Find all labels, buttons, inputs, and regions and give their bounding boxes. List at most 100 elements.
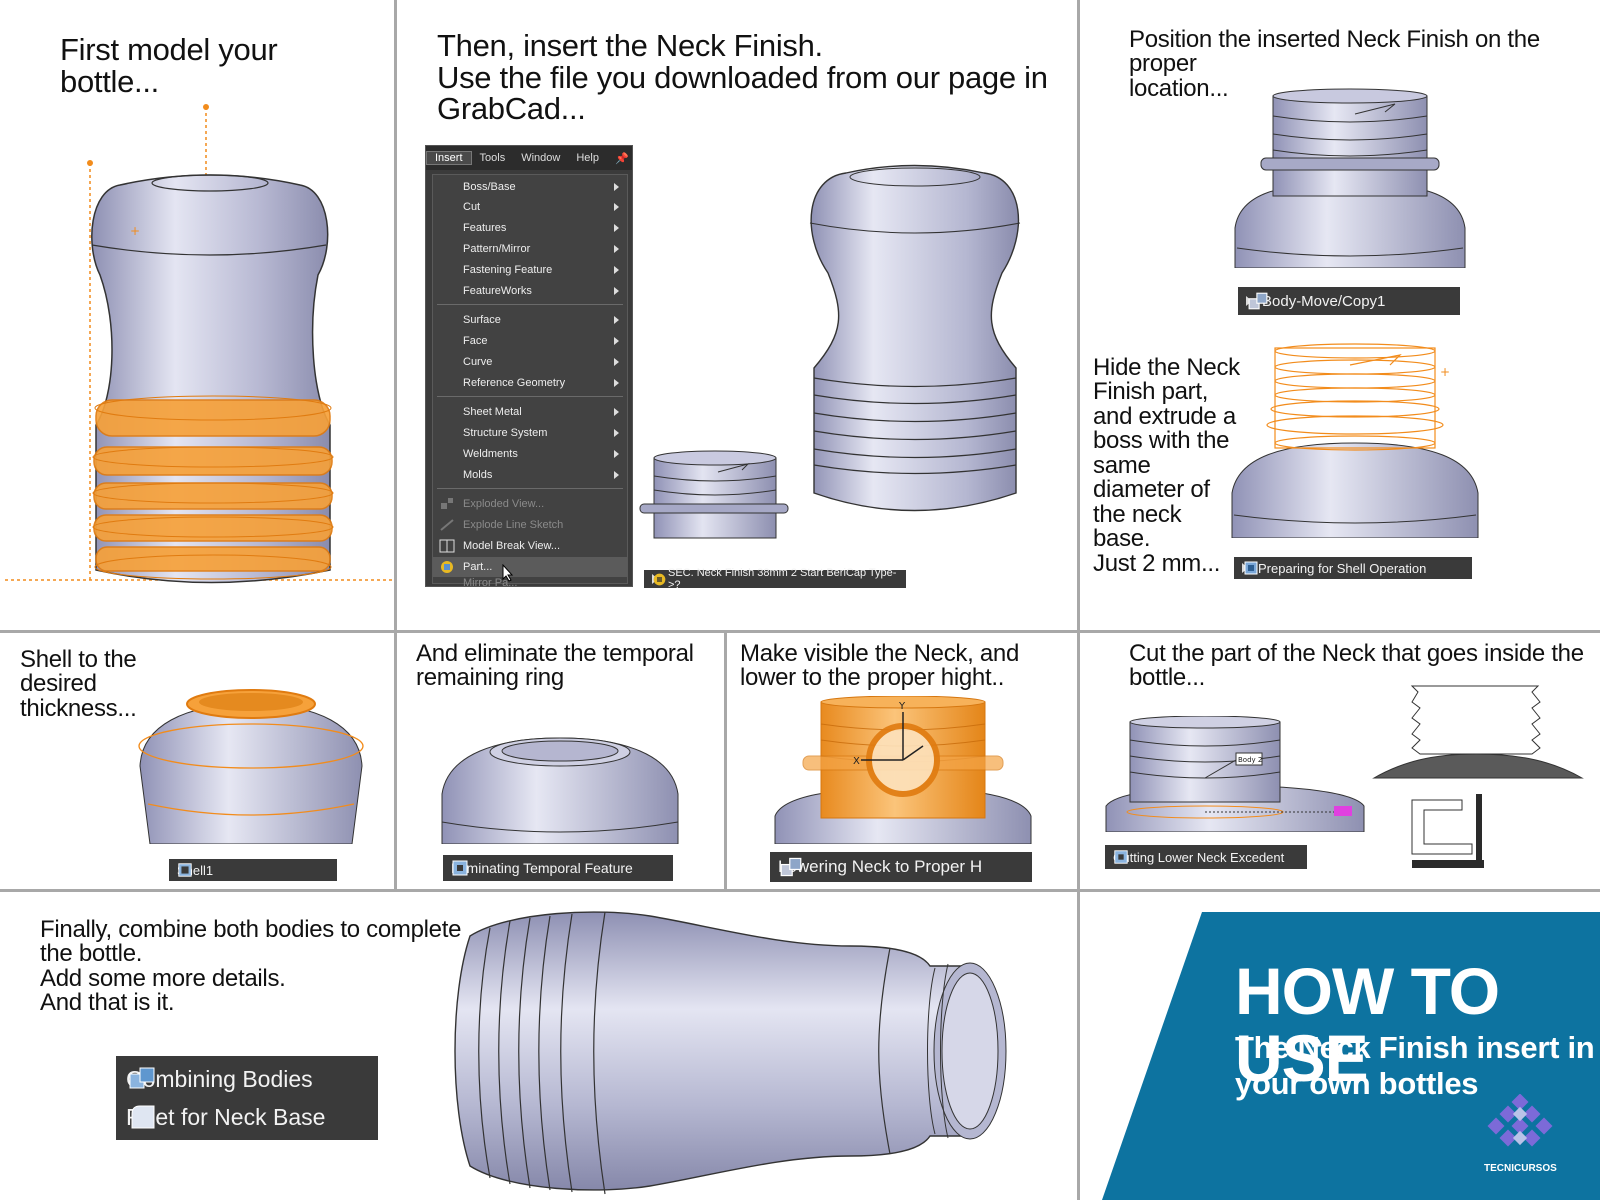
step-shell-caption: Shell to the desired thickness... xyxy=(20,646,137,722)
menu-item-surface[interactable]: Surface xyxy=(433,310,627,330)
feature-tree-item[interactable]: Combining Bodies xyxy=(126,1060,313,1098)
feature-label: Preparing for Shell Operation xyxy=(1258,560,1427,576)
feature-tree-item[interactable]: Preparing for Shell Operation xyxy=(1234,557,1472,579)
submenu-arrow-icon xyxy=(614,266,619,274)
menu-separator xyxy=(437,488,623,489)
positioned-neck-illustration xyxy=(1234,88,1466,268)
feature-tree-item[interactable]: Lowering Neck to Proper H xyxy=(770,852,1032,882)
feature-label: Lowering Neck to Proper H xyxy=(778,857,983,876)
step-position-caption: Position the inserted Neck Finish on the… xyxy=(1129,26,1540,102)
part-icon xyxy=(441,561,453,573)
menu-item-model-break-view[interactable]: Model Break View... xyxy=(433,536,627,556)
exploded-view-icon xyxy=(441,498,453,509)
feature-tree-item[interactable]: SEC. Neck Finish 38mm 2 Start BeriCap Ty… xyxy=(644,567,906,591)
menu-item-featureworks[interactable]: FeatureWorks xyxy=(433,281,627,301)
feature-label: Cutting Lower Neck Excedent xyxy=(1113,849,1285,865)
feature-tree-item[interactable]: Cutting Lower Neck Excedent xyxy=(1105,845,1307,869)
mouse-cursor-icon xyxy=(502,564,514,582)
feature-tree-panel: Combining Bodies Fillet for Neck Base xyxy=(116,1056,378,1140)
submenu-arrow-icon xyxy=(614,183,619,191)
submenu-arrow-icon xyxy=(614,471,619,479)
neck-wireframe-illustration: + xyxy=(1231,343,1479,538)
menu-item-curve[interactable]: Curve xyxy=(433,352,627,372)
menu-tools[interactable]: Tools xyxy=(479,152,506,164)
step-hide-caption: Hide the Neck Finish part, and extrude a… xyxy=(1093,354,1240,577)
brand-subtitle: The Neck Finish insert in your own bottl… xyxy=(1235,1030,1595,1101)
feature-tree-item[interactable]: Shell1 xyxy=(169,859,337,881)
feature-label: SEC. Neck Finish 38mm 2 Start BeriCap Ty… xyxy=(668,567,897,591)
move-copy-icon xyxy=(1248,292,1268,310)
feature-label: Fillet for Neck Base xyxy=(126,1103,326,1130)
svg-text:+: + xyxy=(130,224,140,238)
lower-neck-illustration: Y X xyxy=(774,696,1032,844)
menu-item-structure-system[interactable]: Structure System xyxy=(433,423,627,443)
bottle-model-illustration: + xyxy=(5,104,392,584)
submenu-arrow-icon xyxy=(614,224,619,232)
final-bottle-illustration xyxy=(454,911,1007,1195)
menu-insert[interactable]: Insert xyxy=(426,151,472,165)
divider xyxy=(724,630,727,890)
part-icon xyxy=(653,573,666,585)
menu-item-cut[interactable]: Cut xyxy=(433,197,627,217)
step-combine-caption: Finally, combine both bodies to complete… xyxy=(40,916,462,1017)
menu-item-pattern-mirror[interactable]: Pattern/Mirror xyxy=(433,239,627,259)
menu-item-face[interactable]: Face xyxy=(433,331,627,351)
shell-illustration xyxy=(138,689,364,844)
model-break-icon xyxy=(439,539,455,553)
menu-item-fastening-feature[interactable]: Fastening Feature xyxy=(433,260,627,280)
submenu-arrow-icon xyxy=(614,358,619,366)
submenu-arrow-icon xyxy=(614,408,619,416)
submenu-arrow-icon xyxy=(614,245,619,253)
logo-text: TECNICURSOS xyxy=(1484,1163,1557,1174)
move-copy-icon xyxy=(780,857,802,877)
cut-neck-illustration: Body 2 xyxy=(1105,716,1365,832)
submenu-arrow-icon xyxy=(614,316,619,324)
menu-item-features[interactable]: Features xyxy=(433,218,627,238)
cut-extrude-icon xyxy=(452,860,468,876)
menu-item-reference-geometry[interactable]: Reference Geometry xyxy=(433,373,627,393)
menu-help[interactable]: Help xyxy=(576,152,599,164)
menu-item-sheet-metal[interactable]: Sheet Metal xyxy=(433,402,627,422)
menu-window[interactable]: Window xyxy=(521,152,561,164)
tecnicursos-logo-icon xyxy=(1487,1094,1553,1147)
body-callout: Body 2 xyxy=(1238,756,1262,764)
feature-tree-item[interactable]: Eliminating Temporal Feature xyxy=(443,855,673,881)
menu-separator xyxy=(437,304,623,305)
cut-extrude-icon xyxy=(1114,850,1128,864)
step-lower-caption: Make visible the Neck, and lower to the … xyxy=(740,640,1020,692)
menu-item-molds[interactable]: Molds xyxy=(433,465,627,485)
shell-icon xyxy=(178,863,192,877)
menu-item-part[interactable]: Part... xyxy=(433,557,627,577)
feature-label: Eliminating Temporal Feature xyxy=(451,860,633,876)
step-model-caption: First model your bottle... xyxy=(60,32,278,99)
menu-item-weldments[interactable]: Weldments xyxy=(433,444,627,464)
feature-tree-item[interactable]: Fillet for Neck Base xyxy=(126,1098,325,1136)
menu-item-mirror-part: Mirror Pa... xyxy=(463,578,518,588)
menu-item-boss-base[interactable]: Boss/Base xyxy=(433,177,627,197)
divider xyxy=(0,889,1600,892)
insert-menu: Insert Tools Window Help 📌 Boss/Base Cut… xyxy=(425,145,633,588)
explode-line-icon xyxy=(440,519,454,531)
eliminate-ring-illustration xyxy=(441,737,679,844)
triad-x-label: X xyxy=(853,756,860,767)
submenu-arrow-icon xyxy=(614,429,619,437)
submenu-arrow-icon xyxy=(614,337,619,345)
brand-title: HOW TO USE xyxy=(1235,954,1500,1096)
fillet-icon xyxy=(131,1105,155,1129)
feature-tree-item[interactable]: Body-Move/Copy1 xyxy=(1238,287,1460,315)
feature-label: Body-Move/Copy1 xyxy=(1262,292,1386,310)
brand-banner xyxy=(1102,912,1600,1200)
pin-icon[interactable]: 📌 xyxy=(614,152,629,165)
step-cut-caption: Cut the part of the Neck that goes insid… xyxy=(1129,640,1584,692)
triad-y-label: Y xyxy=(898,701,906,712)
brand-background xyxy=(1102,912,1600,1200)
menu-item-exploded-view: Exploded View... xyxy=(433,494,627,514)
neck-finish-part xyxy=(639,450,789,539)
submenu-arrow-icon xyxy=(614,379,619,387)
divider xyxy=(394,0,397,630)
neck-section-illustration xyxy=(1372,685,1584,868)
svg-text:+: + xyxy=(1440,365,1450,379)
divider xyxy=(394,630,397,890)
bottle-body-illustration xyxy=(809,164,1021,512)
feature-label: Combining Bodies xyxy=(126,1065,313,1092)
